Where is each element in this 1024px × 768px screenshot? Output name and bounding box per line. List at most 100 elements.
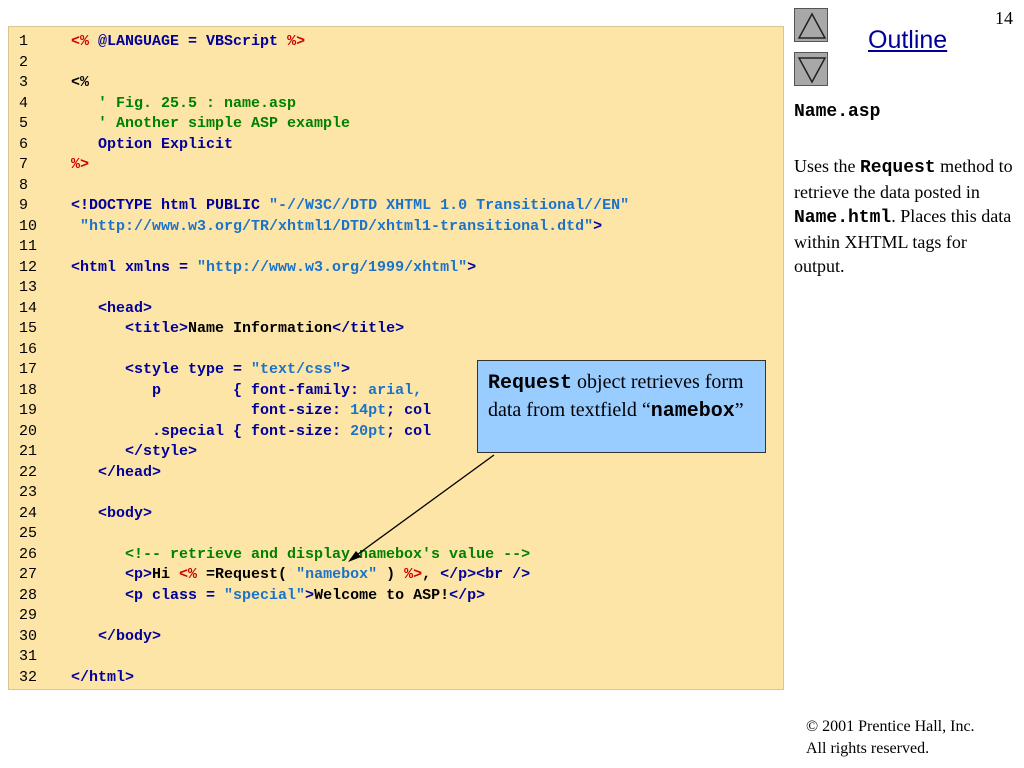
code-token: ; col (386, 402, 432, 419)
code-token: "http://www.w3.org/TR/xhtml1/DTD/xhtml1-… (71, 217, 594, 235)
callout-box: Request object retrieves form data from … (477, 360, 766, 453)
code-token: > (467, 258, 477, 276)
line-number: 23 (19, 484, 38, 501)
code-token: "-//W3C//DTD XHTML 1.0 Transitional//EN" (269, 197, 630, 214)
code-token: Welcome to ASP! (314, 586, 450, 604)
file-name-heading: Name.asp (794, 102, 881, 122)
code-line: 4 ' Fig. 25.5 : name.asp (9, 94, 785, 115)
line-code: <html xmlns = "http://www.w3.org/1999/xh… (71, 258, 476, 279)
line-code: <body> (71, 504, 152, 525)
line-number: 21 (19, 443, 38, 460)
code-token: </body> (71, 627, 162, 645)
line-code: <title>Name Information</title> (71, 319, 404, 340)
code-token: "namebox" (296, 566, 378, 583)
code-token: 20pt (350, 422, 387, 440)
rights-text: All rights reserved. (806, 740, 930, 757)
code-token: p { font-family (71, 381, 351, 399)
code-token: </head> (71, 463, 162, 481)
line-code: ' Another simple ASP example (71, 114, 350, 135)
line-number: 20 (19, 422, 38, 440)
code-token: <% (71, 74, 90, 91)
line-code: <p class = "special">Welcome to ASP!</p> (71, 586, 485, 607)
description-text-3: . Places this data within XHTML tags for… (794, 206, 1012, 276)
previous-slide-button[interactable] (794, 8, 828, 42)
code-token: font-size (71, 402, 333, 419)
line-number: 1 (19, 33, 29, 50)
line-code: .special { font-size: 20pt; col (71, 422, 431, 443)
code-line: 3 <% (9, 73, 785, 94)
code-token: 14pt (350, 402, 387, 419)
line-code: <p>Hi <% =Request( "namebox" ) %>, </p><… (71, 565, 530, 586)
code-token: > (341, 361, 351, 378)
code-line: 13 (9, 278, 785, 299)
line-number: 10 (19, 217, 38, 235)
line-code: <!-- retrieve and display namebox's valu… (71, 545, 530, 566)
code-token: <% (71, 33, 90, 50)
code-line: 11 (9, 237, 785, 258)
code-line: 18 p { font-family: arial, (9, 381, 785, 402)
line-number: 28 (19, 586, 38, 604)
code-token: ' Another simple ASP example (71, 115, 351, 132)
code-token: Hi (152, 566, 180, 583)
code-token: <body> (71, 504, 153, 522)
line-number: 3 (19, 74, 29, 91)
line-code: <% (71, 73, 89, 94)
line-number: 19 (19, 402, 38, 419)
description-code-2: Name.html (794, 208, 892, 228)
code-token: Name Information (188, 320, 333, 337)
next-slide-button[interactable] (794, 52, 828, 86)
code-token: =Request( (197, 566, 297, 583)
code-line: 5 ' Another simple ASP example (9, 114, 785, 135)
line-number: 11 (19, 238, 38, 255)
code-line: 27 <p>Hi <% =Request( "namebox" ) %>, </… (9, 565, 785, 586)
code-token: <style type = (71, 361, 252, 378)
line-code: </body> (71, 627, 161, 648)
code-line: 1 <% @LANGUAGE = VBScript %> (9, 32, 785, 53)
line-code: "http://www.w3.org/TR/xhtml1/DTD/xhtml1-… (71, 217, 602, 238)
line-code: Option Explicit (71, 135, 233, 156)
line-code: <style type = "text/css"> (71, 360, 350, 381)
line-code: <% @LANGUAGE = VBScript %> (71, 32, 305, 53)
line-number: 14 (19, 299, 38, 317)
code-token: <head> (71, 299, 153, 317)
line-number: 9 (19, 197, 29, 214)
code-token: </style> (71, 443, 198, 460)
callout-text-1: object retrieves form data from textfiel… (488, 371, 744, 421)
line-code: font-size: 14pt; col (71, 401, 431, 422)
code-token: "special" (224, 586, 306, 604)
code-line: 7 %> (9, 155, 785, 176)
code-line: 2 (9, 53, 785, 74)
code-line: 6 Option Explicit (9, 135, 785, 156)
line-number: 31 (19, 648, 38, 665)
description-text: Uses the Request method to retrieve the … (794, 154, 1016, 278)
line-code: ' Fig. 25.5 : name.asp (71, 94, 296, 115)
line-code: %> (71, 155, 89, 176)
code-line: 9<!DOCTYPE html PUBLIC "-//W3C//DTD XHTM… (9, 196, 785, 217)
line-number: 6 (19, 135, 29, 153)
line-number: 27 (19, 566, 38, 583)
code-token: ) (377, 566, 405, 583)
line-number: 16 (19, 340, 38, 358)
code-token: <% (179, 566, 198, 583)
line-number: 7 (19, 156, 29, 173)
line-number: 26 (19, 545, 38, 563)
outline-link[interactable]: Outline (868, 26, 948, 54)
code-token: %> (71, 156, 90, 173)
code-token: , (422, 566, 441, 583)
code-token: <title> (71, 320, 189, 337)
code-line: 23 (9, 483, 785, 504)
line-code: <head> (71, 299, 152, 320)
code-line: 10 "http://www.w3.org/TR/xhtml1/DTD/xhtm… (9, 217, 785, 238)
line-number: 8 (19, 176, 29, 194)
line-code: </html> (71, 668, 134, 689)
code-token: <!-- retrieve and display namebox's valu… (71, 545, 531, 563)
line-code: p { font-family: arial, (71, 381, 422, 402)
code-line: 17 <style type = "text/css"> (9, 360, 785, 381)
description-text-1: Uses the (794, 156, 860, 176)
triangle-down-icon (797, 57, 827, 84)
code-line: 25 (9, 524, 785, 545)
line-number: 29 (19, 607, 38, 624)
code-line: 24 <body> (9, 504, 785, 525)
line-number: 12 (19, 258, 38, 276)
